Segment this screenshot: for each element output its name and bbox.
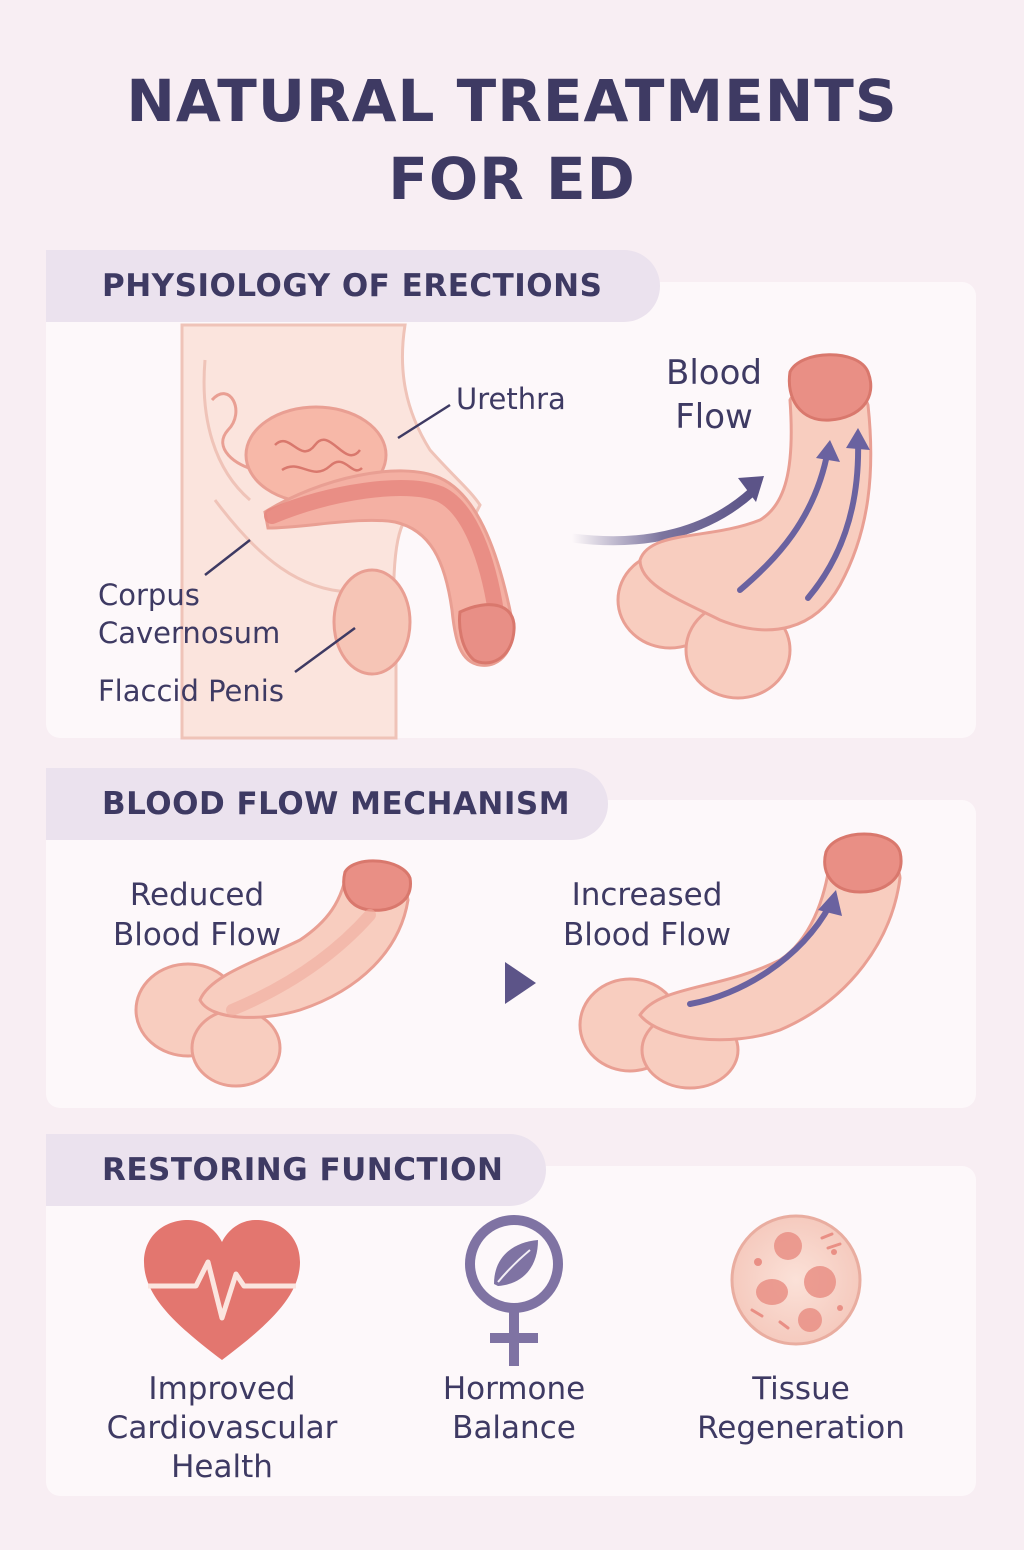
caption-hormone: Hormone Balance	[404, 1370, 624, 1448]
urethra-label: Urethra	[456, 382, 566, 416]
caption-tissue: Tissue Regeneration	[676, 1370, 926, 1448]
caption-tissue-line2: Regeneration	[697, 1410, 905, 1446]
increased-label-line1: Increased	[571, 877, 723, 913]
anatomy-cross-section	[180, 323, 516, 740]
title-line-2: FOR ED	[388, 145, 636, 213]
mechanism-arrow-icon	[410, 962, 536, 1004]
caption-cardio-line1: Improved	[148, 1371, 296, 1407]
caption-cardio-line2: Cardiovascular	[106, 1410, 338, 1446]
page-title: NATURAL TREATMENTS FOR ED	[0, 62, 1024, 218]
caption-cardio-line3: Health	[171, 1449, 273, 1485]
heart-pulse-icon	[140, 1218, 304, 1368]
reduced-label-line2: Blood Flow	[112, 917, 282, 953]
reduced-flow-drawing	[134, 859, 412, 1088]
increased-label-line2: Blood Flow	[562, 917, 732, 953]
erect-penis-drawing	[616, 353, 873, 700]
reduced-label-line1: Reduced	[129, 877, 265, 913]
restoring-heading: RESTORING FUNCTION	[46, 1134, 546, 1206]
mechanism-heading: BLOOD FLOW MECHANISM	[46, 768, 608, 840]
blood-flow-label-line2: Flow	[675, 397, 753, 437]
female-leaf-icon	[454, 1212, 574, 1368]
caption-cardio: Improved Cardiovascular Health	[80, 1370, 364, 1487]
increased-flow-drawing	[578, 832, 903, 1090]
title-line-1: NATURAL TREATMENTS	[126, 67, 898, 135]
corpus-label-line2: Cavernosum	[98, 616, 281, 650]
caption-hormone-line2: Balance	[452, 1410, 576, 1446]
caption-hormone-line1: Hormone	[442, 1371, 586, 1407]
caption-tissue-line1: Tissue	[752, 1371, 850, 1407]
transition-arrow-icon	[567, 476, 764, 546]
blood-flow-label-line1: Blood	[666, 353, 762, 393]
corpus-label-line1: Corpus	[98, 578, 200, 612]
physiology-heading: PHYSIOLOGY OF ERECTIONS	[46, 250, 660, 322]
flaccid-label: Flaccid Penis	[98, 674, 284, 708]
tissue-cells-icon	[728, 1212, 864, 1348]
